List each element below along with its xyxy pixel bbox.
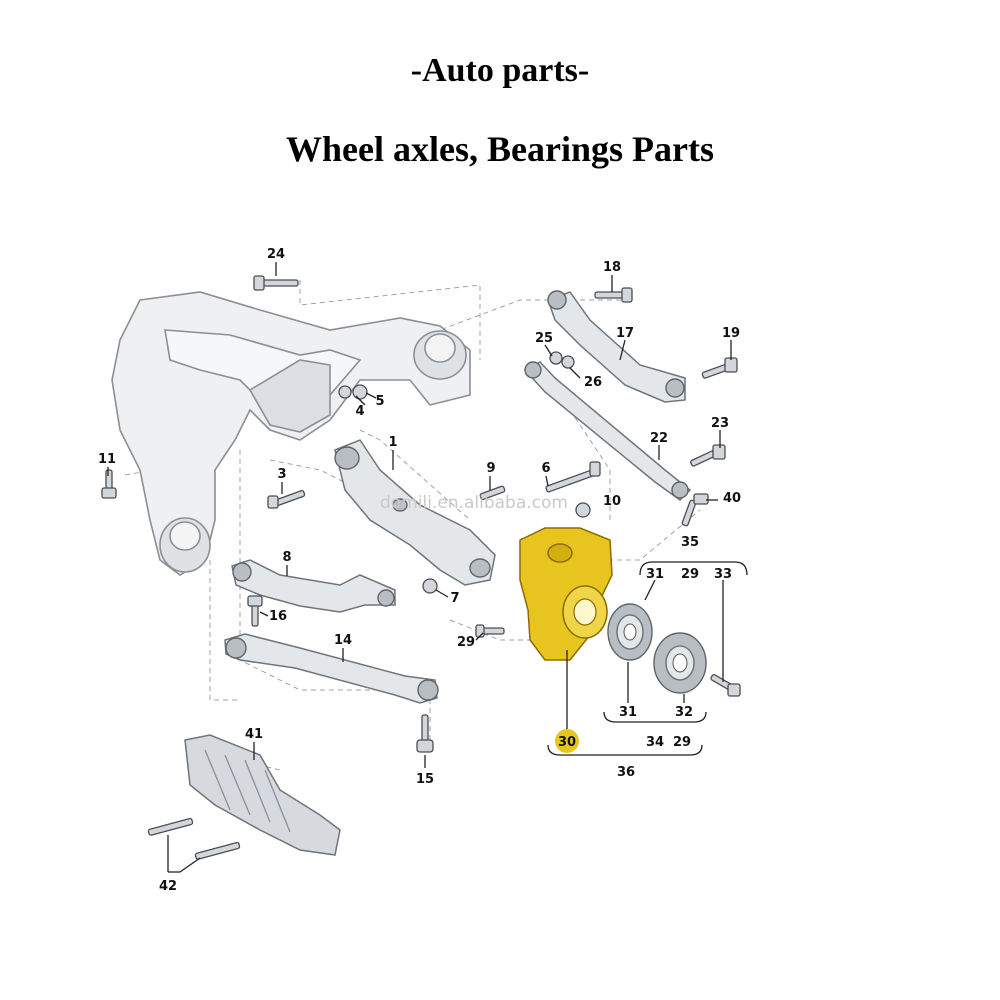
label-9: 9	[486, 461, 495, 476]
page-title: -Auto parts-	[410, 52, 590, 89]
link-8	[231, 559, 396, 613]
bolt-15	[416, 714, 434, 753]
label-18: 18	[603, 260, 621, 275]
watermark: domili.en.alibaba.com	[380, 493, 568, 513]
label-14: 14	[334, 633, 352, 648]
bolt-24	[253, 275, 299, 291]
label-4: 4	[355, 404, 364, 419]
bolt-9	[479, 485, 506, 501]
label-29-bottom: 29	[673, 735, 691, 750]
underbody-guard-41	[184, 734, 341, 856]
group-braces	[167, 561, 748, 873]
bolt-33	[710, 673, 741, 697]
label-29-left: 29	[457, 635, 475, 650]
bolt-23	[690, 444, 726, 467]
bolt-42b	[194, 841, 241, 860]
bolt-3	[267, 489, 306, 509]
toe-link-22	[523, 361, 692, 501]
label-23: 23	[711, 416, 729, 431]
label-1: 1	[388, 435, 397, 450]
label-34: 34	[646, 735, 664, 750]
bolt-11	[101, 469, 117, 499]
rear-subframe	[111, 291, 471, 576]
label-7: 7	[450, 591, 459, 606]
label-11: 11	[98, 452, 116, 467]
trailing-link-14	[224, 633, 439, 704]
wheel-carrier-30	[519, 527, 613, 661]
bolt-40	[681, 493, 709, 527]
wheel-hub-32	[653, 632, 707, 694]
highlight-30	[555, 729, 579, 753]
label-25: 25	[535, 331, 553, 346]
control-arm-1	[334, 439, 496, 586]
label-24: 24	[267, 247, 285, 262]
label-31-bottom: 31	[619, 705, 637, 720]
label-22: 22	[650, 431, 668, 446]
label-5: 5	[375, 394, 384, 409]
label-19: 19	[722, 326, 740, 341]
leader-lines	[107, 262, 732, 768]
label-29-top: 29	[681, 567, 699, 582]
bolt-6	[545, 461, 601, 493]
label-8: 8	[282, 550, 291, 565]
label-15: 15	[416, 772, 434, 787]
bolt-16	[247, 595, 263, 627]
part-labels: 24 18 19 17 25 26 4 5 1 11 3 9 6 22 23 1…	[98, 247, 741, 894]
label-16: 16	[269, 609, 287, 624]
upper-link-17	[547, 290, 686, 403]
label-17: 17	[616, 326, 634, 341]
label-41: 41	[245, 727, 263, 742]
nuts-washers	[338, 351, 591, 594]
bolt-42a	[147, 817, 194, 836]
label-10: 10	[603, 494, 621, 509]
wheel-bearing-31	[607, 603, 653, 661]
bolt-18	[594, 287, 633, 303]
label-36: 36	[617, 765, 635, 780]
label-35: 35	[681, 535, 699, 550]
label-40: 40	[723, 491, 741, 506]
label-33: 33	[714, 567, 732, 582]
label-42: 42	[159, 879, 177, 894]
label-30: 30	[558, 735, 576, 750]
bolt-19	[701, 357, 738, 379]
page-subtitle: Wheel axles, Bearings Parts	[286, 129, 714, 169]
label-32: 32	[675, 705, 693, 720]
label-31-top: 31	[646, 567, 664, 582]
label-3: 3	[277, 467, 286, 482]
label-26: 26	[584, 375, 602, 390]
label-6: 6	[541, 461, 550, 476]
